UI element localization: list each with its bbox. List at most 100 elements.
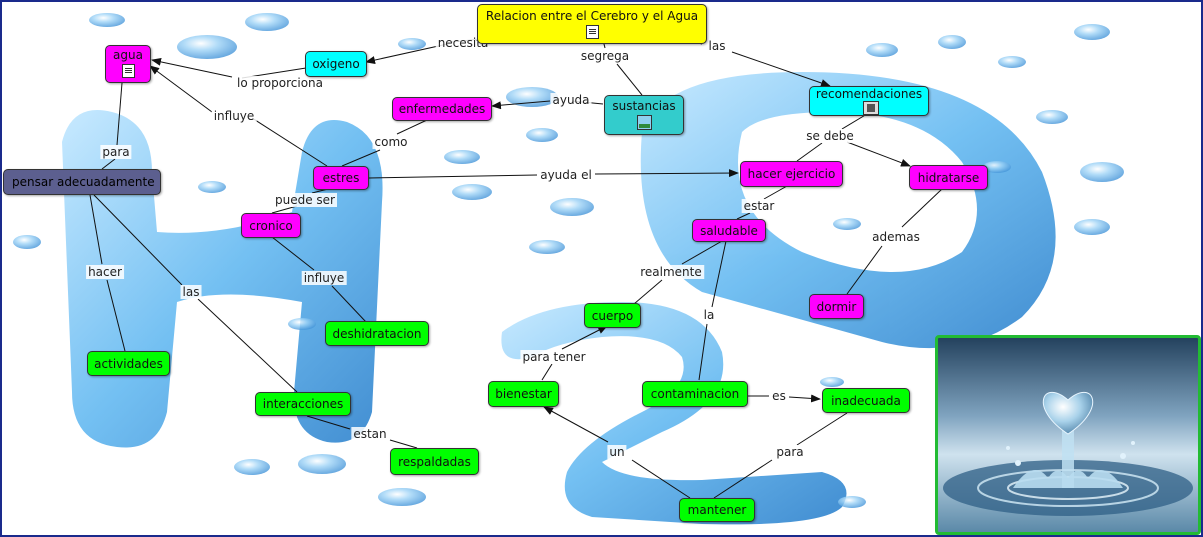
concept-pensar-adecuadamente[interactable]: pensar adecuadamente: [3, 169, 161, 195]
line-recom-sedebe: [841, 113, 868, 130]
line-interacciones-estan: [306, 415, 351, 430]
concept-bienestar-label: bienestar: [495, 387, 552, 401]
line-mantener-un: [631, 459, 691, 499]
concept-interacciones-label: interacciones: [262, 397, 344, 411]
line-estar-saludable: [736, 212, 751, 220]
concept-enfermedades-label: enfermedades: [398, 102, 486, 116]
concept-recomendaciones-row: recomendaciones: [810, 87, 928, 116]
film-icon[interactable]: [863, 101, 879, 116]
line-influye-agua: [149, 65, 213, 113]
concept-title[interactable]: Relacion entre el Cerebro y el Agua: [477, 4, 707, 44]
link-label-influye: influye: [211, 109, 257, 123]
concept-sustancias-label: sustancias: [612, 99, 676, 113]
concept-agua[interactable]: agua: [105, 45, 151, 83]
line-puedeser-cronico: [271, 205, 298, 214]
concept-recomendaciones[interactable]: recomendaciones: [809, 86, 929, 116]
concept-sustancias[interactable]: sustancias: [604, 95, 684, 135]
concept-pensar-label: pensar adecuadamente: [12, 175, 155, 189]
concept-interacciones[interactable]: interacciones: [255, 392, 351, 416]
link-label-las: las: [706, 39, 728, 53]
water-splash-image: [943, 391, 1193, 516]
line-las-recomendaciones: [731, 51, 831, 87]
line-es-inadecuada: [788, 394, 821, 403]
concept-hacer-ejercicio[interactable]: hacer ejercicio: [740, 161, 843, 187]
link-label-hacer: hacer: [86, 265, 124, 279]
concept-contaminacion[interactable]: contaminacion: [642, 381, 748, 407]
concept-cronico[interactable]: cronico: [241, 213, 301, 238]
concept-estres-label: estres: [322, 171, 360, 185]
link-label-puede-ser: puede ser: [273, 193, 337, 207]
concept-agua-label: agua: [113, 48, 143, 62]
line-la-contaminacion: [698, 323, 708, 381]
concept-actividades[interactable]: actividades: [87, 351, 170, 376]
concept-recomendaciones-label: recomendaciones: [815, 86, 923, 101]
link-label-ademas: ademas: [870, 230, 922, 244]
link-label-las-2: las: [180, 285, 202, 299]
concept-cuerpo[interactable]: cuerpo: [584, 303, 641, 328]
heart-water-splash-photo[interactable]: [935, 335, 1201, 535]
line-estres-como: [341, 149, 381, 167]
line-ayuda-enfermedades: [491, 100, 551, 110]
line-sedebe-ejercicio: [796, 142, 823, 162]
link-label-para: para: [100, 145, 132, 159]
link-label-se-debe: se debe: [804, 129, 856, 143]
concept-bienestar[interactable]: bienestar: [488, 381, 559, 407]
line-ademas-dormir: [846, 245, 883, 295]
line-hacer-actividades: [106, 279, 126, 352]
line-bienestar-paratener: [541, 363, 553, 381]
link-label-ayuda-el: ayuda el: [538, 168, 594, 182]
link-label-estan: estan: [351, 427, 389, 441]
concept-title-label: Relacion entre el Cerebro y el Agua: [485, 9, 699, 23]
line-ayudael-ejercicio: [594, 169, 739, 178]
line-ejercicio-estar: [763, 185, 788, 200]
concept-respaldadas[interactable]: respaldadas: [390, 448, 479, 475]
line-agua-para: [116, 82, 123, 146]
concept-dormir-label: dormir: [816, 299, 857, 314]
line-las-interacciones: [197, 298, 298, 393]
concept-hidratarse-label: hidratarse: [917, 170, 980, 185]
concept-dormir[interactable]: dormir: [809, 294, 864, 319]
concept-estres[interactable]: estres: [313, 166, 369, 190]
line-sedebe-hidratarse: [846, 141, 911, 167]
concept-mantener[interactable]: mantener: [679, 498, 755, 522]
concept-saludable[interactable]: saludable: [692, 219, 766, 242]
link-label-lo-proporciona: lo proporciona: [235, 76, 325, 90]
concept-hidratarse[interactable]: hidratarse: [909, 165, 988, 190]
line-influye-deshidratacion: [331, 285, 367, 323]
concept-oxigeno[interactable]: oxigeno: [305, 51, 367, 77]
concept-cronico-label: cronico: [249, 218, 293, 233]
line-para-pensar: [101, 158, 116, 170]
line-saludable-realmente: [681, 240, 723, 265]
line-un-bienestar: [543, 406, 609, 443]
link-label-segrega: segrega: [578, 49, 632, 63]
line-estres-influye: [251, 117, 328, 167]
line-pensar-hacer: [89, 194, 103, 265]
concept-oxigeno-label: oxigeno: [312, 57, 360, 71]
line-paratener-cuerpo: [561, 325, 608, 350]
line-saludable-la: [711, 240, 727, 308]
link-label-influye-2: influye: [301, 271, 347, 285]
line-estres-ayudael: [368, 174, 538, 179]
line-para-inadecuada: [796, 412, 848, 446]
line-segrega-sustancias: [616, 63, 643, 96]
document-icon[interactable]: [585, 25, 599, 39]
concept-enfermedades[interactable]: enfermedades: [392, 97, 492, 121]
concept-actividades-label: actividades: [94, 356, 163, 371]
concept-saludable-label: saludable: [700, 223, 758, 238]
link-label-ayuda: ayuda: [550, 93, 592, 107]
link-label-es: es: [770, 389, 788, 403]
concept-inadecuada[interactable]: inadecuada: [822, 388, 910, 413]
image-icon[interactable]: [636, 115, 652, 130]
concept-respaldadas-label: respaldadas: [398, 454, 471, 469]
line-realmente-cuerpo: [633, 279, 663, 305]
document-icon[interactable]: [121, 64, 135, 78]
link-label-la: la: [701, 308, 717, 322]
link-label-estar: estar: [741, 199, 777, 213]
concept-deshidratacion[interactable]: deshidratacion: [325, 321, 429, 346]
line-cronico-influye: [271, 236, 315, 271]
concept-inadecuada-label: inadecuada: [831, 393, 901, 408]
line-mantener-para: [713, 459, 773, 499]
concept-deshidratacion-label: deshidratacion: [332, 326, 422, 341]
